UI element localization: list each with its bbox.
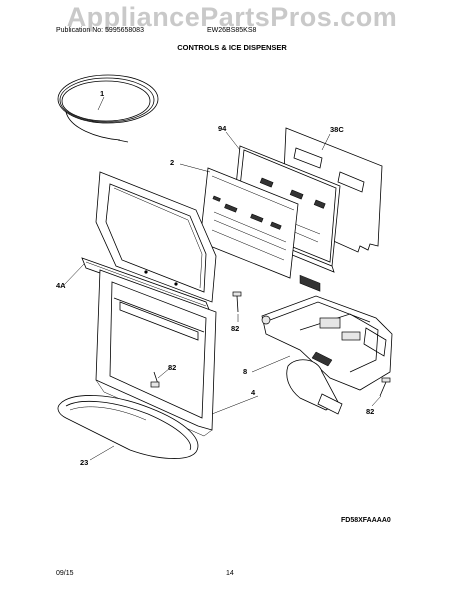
callout-82-upper: 82 <box>231 324 239 333</box>
leader-23 <box>89 445 115 461</box>
part-2-overlay[interactable] <box>199 167 299 279</box>
callout-2: 2 <box>170 158 174 167</box>
leader-2 <box>179 163 211 173</box>
leader-8 <box>251 355 291 373</box>
part-4-housing[interactable] <box>95 269 217 437</box>
leader-94 <box>225 131 241 151</box>
publication-number: Publication No: 5995658083 <box>56 27 144 34</box>
leader-38c <box>321 133 331 151</box>
part-82-screw-upper[interactable] <box>232 291 242 313</box>
part-1-tubing-coil[interactable] <box>57 74 159 143</box>
page-title: CONTROLS & ICE DISPENSER <box>177 43 287 52</box>
callout-4a: 4A <box>56 281 66 290</box>
part-8-ice-dispenser[interactable] <box>261 295 393 415</box>
callout-82-right: 82 <box>366 407 374 416</box>
part-82-screw-right[interactable] <box>379 377 391 397</box>
callout-8: 8 <box>243 367 247 376</box>
callout-1: 1 <box>100 89 104 98</box>
model-number: EW26BS85KS8 <box>207 27 257 34</box>
callout-82-lower: 82 <box>168 363 176 372</box>
callout-4: 4 <box>251 388 256 397</box>
part-upper-frame[interactable] <box>95 171 217 303</box>
callout-94: 94 <box>218 124 227 133</box>
part-23-drip-tray[interactable] <box>57 395 199 459</box>
diagram-code: FD58XFAAAA0 <box>341 517 391 524</box>
footer-date: 09/15 <box>56 570 74 577</box>
leader-4a <box>63 263 85 286</box>
callout-23: 23 <box>80 458 88 467</box>
leader-82-lower <box>157 367 171 379</box>
watermark: AppliancePartsPros.com <box>66 2 398 32</box>
part-82-screw-lower[interactable] <box>150 371 160 388</box>
page-number: 14 <box>226 570 234 577</box>
leader-4 <box>211 395 259 415</box>
leader-82-right <box>371 395 382 407</box>
leader-1 <box>97 96 105 111</box>
callout-38c: 38C <box>330 125 344 134</box>
